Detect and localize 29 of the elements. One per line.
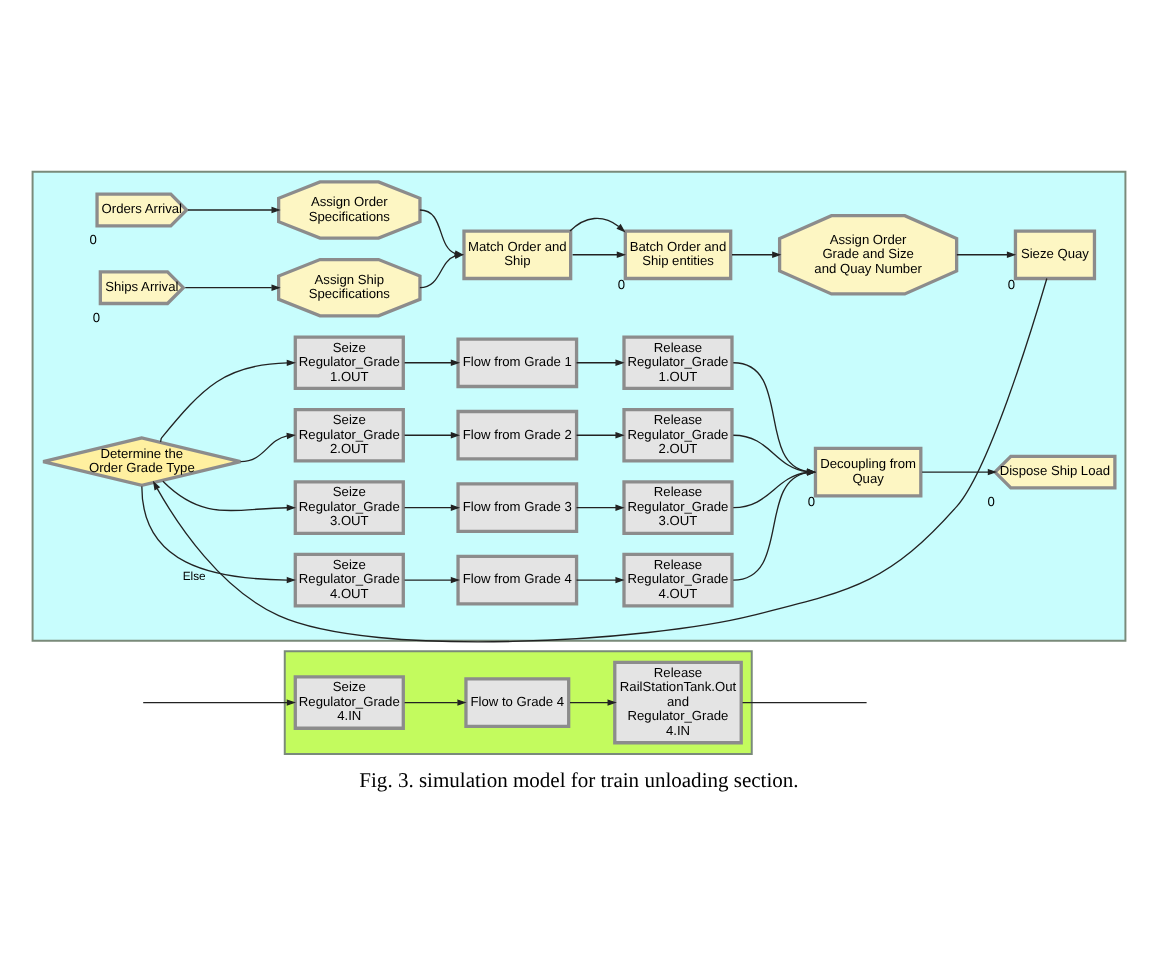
- arrow: [152, 276, 1048, 642]
- arrow: [142, 698, 296, 705]
- arrow: [575, 503, 625, 510]
- arrow: [732, 468, 817, 580]
- arrow: [403, 503, 461, 510]
- arrow: [731, 250, 782, 258]
- arrow: [732, 361, 817, 474]
- arrow: [403, 430, 461, 438]
- arrow: [956, 250, 1017, 258]
- arrow: [239, 431, 296, 462]
- arrow: [141, 484, 296, 583]
- caption: Fig. 3. simulation model for train unloading section.: [359, 769, 799, 792]
- arrow: [184, 283, 281, 290]
- arrow: [575, 358, 625, 366]
- arrow: [569, 698, 617, 705]
- arrow: [575, 575, 625, 583]
- connector: [741, 700, 868, 703]
- arrow: [187, 205, 281, 213]
- arrow: [569, 216, 626, 232]
- arrow: [162, 479, 296, 511]
- arrow: [732, 468, 817, 508]
- arrow: [403, 698, 467, 705]
- arrow: [403, 358, 461, 366]
- arrow: [403, 575, 461, 583]
- arrow: [575, 430, 625, 438]
- arrow: [571, 250, 626, 258]
- arrow: [732, 433, 817, 474]
- arrow: [159, 358, 296, 442]
- arrow: [921, 467, 998, 475]
